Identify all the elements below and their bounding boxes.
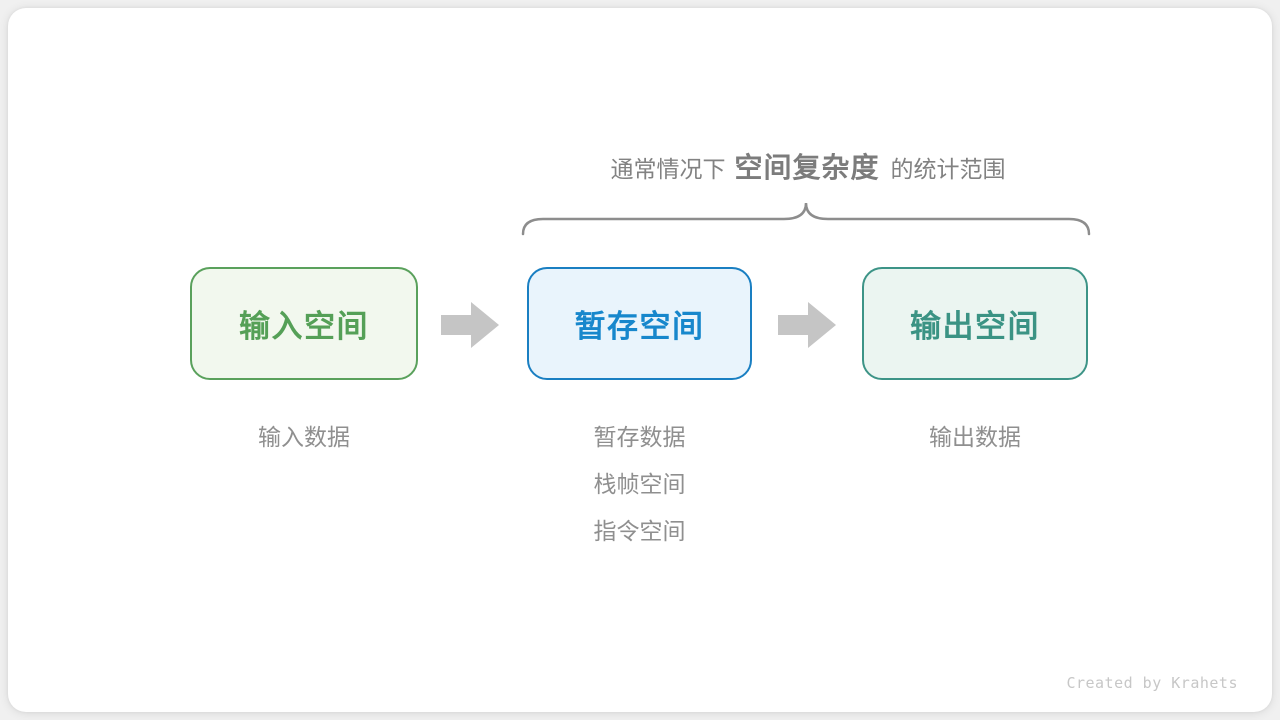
annotations-output: 输出数据 — [862, 414, 1088, 461]
node-temp-space: 暂存空间 — [527, 267, 752, 380]
annotation-line: 输出数据 — [929, 424, 1021, 450]
heading-emphasis: 空间复杂度 — [734, 152, 880, 183]
node-output-space-label: 输出空间 — [910, 309, 1040, 344]
flow-arrow — [778, 302, 836, 348]
annotations-input: 输入数据 — [190, 414, 418, 461]
flow-arrow — [441, 302, 499, 348]
annotations-temp: 暂存数据 栈帧空间 指令空间 — [527, 414, 752, 555]
annotation-line: 栈帧空间 — [593, 471, 686, 497]
heading-prefix: 通常情况下 — [610, 156, 726, 182]
annotation-line: 指令空间 — [593, 518, 686, 544]
heading-suffix: 的统计范围 — [890, 156, 1006, 182]
node-input-space-label: 输入空间 — [239, 309, 369, 344]
annotation-line: 暂存数据 — [593, 424, 686, 450]
brace-heading: 通常情况下 空间复杂度 的统计范围 — [525, 146, 1091, 186]
node-output-space: 输出空间 — [862, 267, 1088, 380]
annotation-line: 输入数据 — [258, 424, 350, 450]
brace — [521, 202, 1091, 236]
node-temp-space-label: 暂存空间 — [574, 309, 705, 344]
credit-text: Created by Krahets — [1066, 674, 1238, 692]
node-input-space: 输入空间 — [190, 267, 418, 380]
